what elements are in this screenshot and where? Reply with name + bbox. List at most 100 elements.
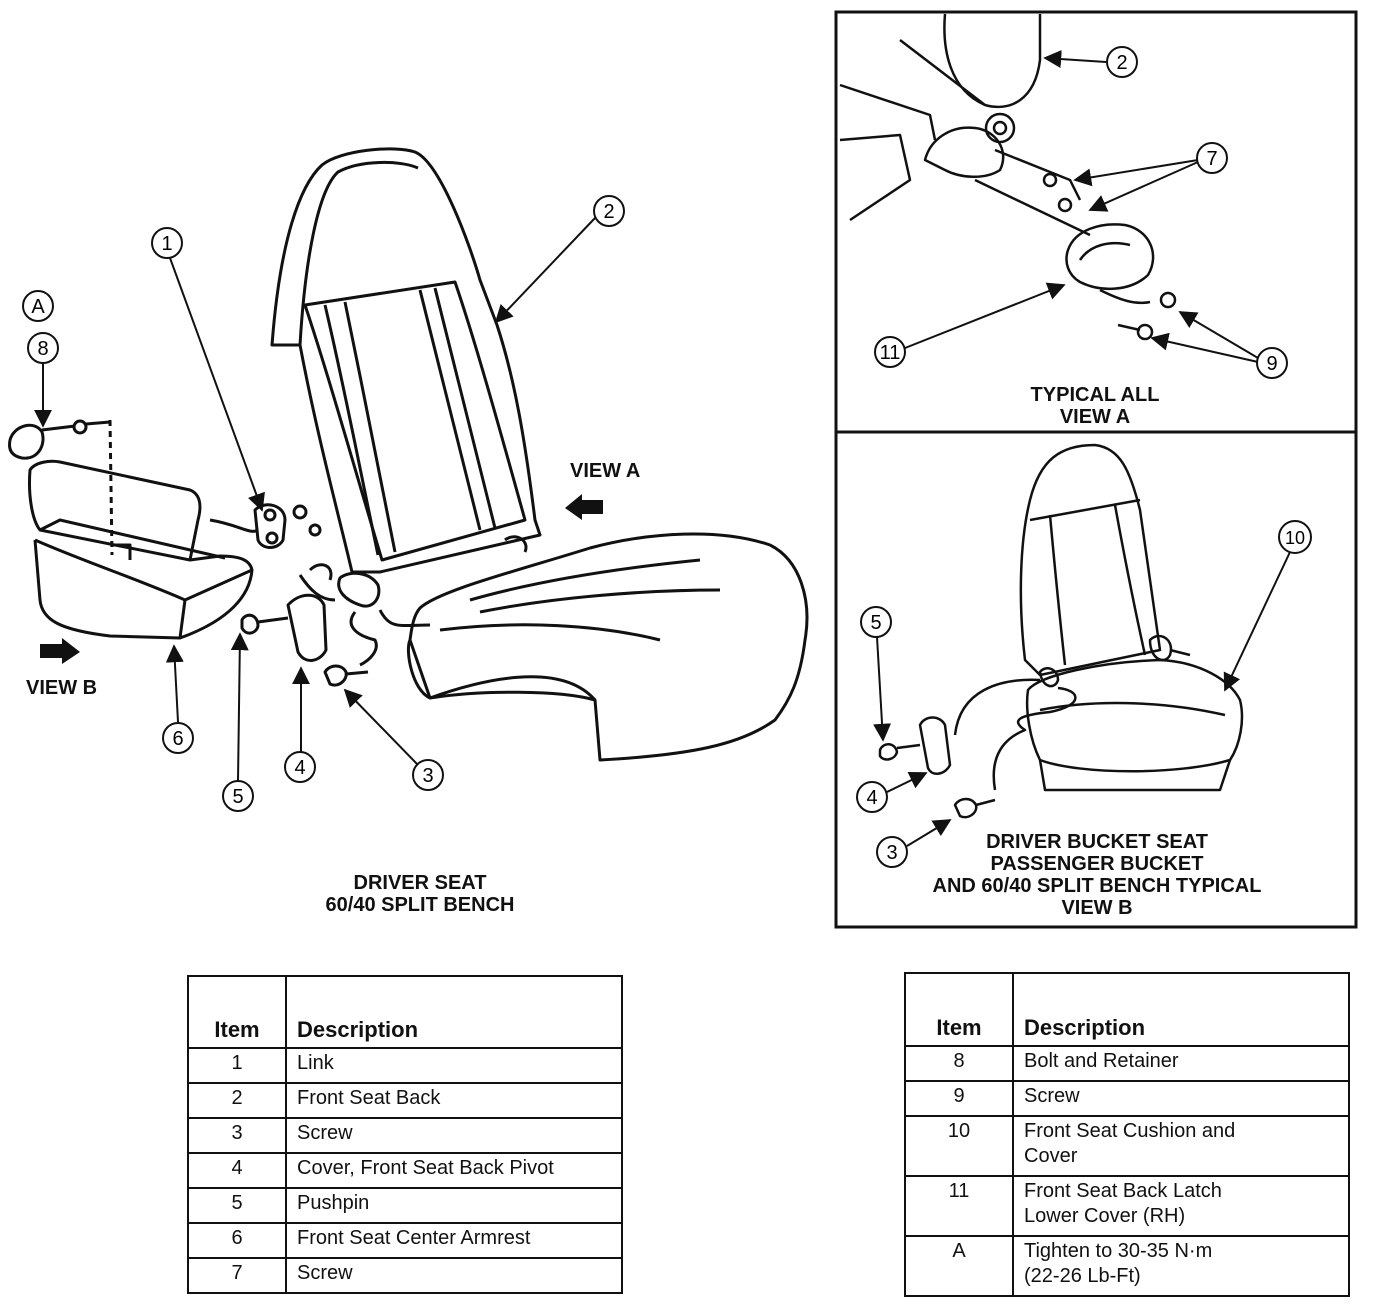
callout-a-2: 2 [1106, 46, 1138, 78]
callout-b-4: 4 [856, 781, 888, 813]
view-b-caption-line4: VIEW B [1061, 897, 1132, 919]
table-row: 9 Screw [904, 1080, 1350, 1117]
header-description: Description [285, 975, 623, 1049]
svg-text:1: 1 [161, 233, 172, 255]
seat-back [270, 147, 542, 574]
leader-b-3 [906, 819, 952, 847]
latch-lower-cover [1065, 223, 1155, 291]
view-b-label: VIEW B [26, 677, 97, 699]
main-seat-drawing [8, 147, 809, 762]
seat-back-panel [303, 280, 527, 562]
view-a-arrow [565, 494, 603, 520]
view-b-drawing [878, 443, 1244, 819]
view-b-panel [834, 430, 1358, 929]
leader-1 [169, 257, 265, 512]
svg-text:6: 6 [172, 728, 183, 750]
item-description: Screw [1012, 1080, 1350, 1117]
bolt-retainer [8, 423, 45, 460]
view-a-caption-line1: TYPICAL ALL [1031, 384, 1160, 406]
leader-a-2 [1043, 50, 1107, 69]
view-a-drawing [839, 13, 1177, 341]
callout-b-3: 3 [876, 836, 908, 868]
seat-cushion [406, 532, 809, 762]
svg-text:5: 5 [232, 786, 243, 808]
callout-5: 5 [222, 780, 254, 812]
svg-text:8: 8 [37, 338, 48, 360]
table-row: 7 Screw [187, 1257, 623, 1294]
link [253, 503, 287, 549]
parts-table-right: Item Description 8 Bolt and Retainer 9 S… [904, 972, 1350, 1297]
item-number: 2 [187, 1082, 287, 1119]
table-row: A Tighten to 30-35 N·m (22-26 Lb-Ft) [904, 1235, 1350, 1297]
table-row: 2 Front Seat Back [187, 1082, 623, 1119]
item-number: 1 [187, 1047, 287, 1084]
view-b-caption-line3: AND 60/40 SPLIT BENCH TYPICAL [933, 875, 1262, 897]
svg-text:2: 2 [1116, 52, 1127, 74]
table-row: 1 Link [187, 1047, 623, 1084]
leader-5 [230, 632, 249, 782]
header-item: Item [187, 975, 287, 1049]
leader-a-7b [1088, 161, 1199, 212]
callout-b-5: 5 [860, 606, 892, 638]
item-description: Cover, Front Seat Back Pivot [285, 1152, 623, 1189]
leader-b-10 [1223, 551, 1291, 692]
leader-a-11 [904, 282, 1066, 349]
item-number: 8 [904, 1045, 1014, 1082]
item-number: 9 [904, 1080, 1014, 1117]
main-caption-line2: 60/40 SPLIT BENCH [326, 894, 515, 916]
callout-a: A [22, 290, 54, 322]
item-number: 11 [904, 1175, 1014, 1237]
callout-b-10: 10 [1278, 520, 1312, 554]
view-b-caption-line1: DRIVER BUCKET SEAT [986, 831, 1208, 853]
item-description: Front Seat Back [285, 1082, 623, 1119]
leader-a-9a [1178, 311, 1259, 359]
table-row: 4 Cover, Front Seat Back Pivot [187, 1152, 623, 1189]
view-b-caption-line2: PASSENGER BUCKET [991, 853, 1204, 875]
armrest-base [33, 539, 254, 640]
pivot-bracket [337, 571, 381, 608]
table-row: 8 Bolt and Retainer [904, 1045, 1350, 1082]
svg-text:5: 5 [870, 612, 881, 634]
svg-text:2: 2 [603, 201, 614, 223]
callout-a-9: 9 [1256, 347, 1288, 379]
item-number: 6 [187, 1222, 287, 1259]
table-header-row: Item Description [187, 975, 623, 1049]
armrest-lid [28, 459, 202, 562]
main-caption-line1: DRIVER SEAT [354, 872, 487, 894]
view-b-arrow [40, 638, 80, 664]
item-description: Screw [285, 1257, 623, 1294]
item-number: 10 [904, 1115, 1014, 1177]
svg-text:11: 11 [880, 342, 901, 364]
item-number: A [904, 1235, 1014, 1297]
table-row: 11 Front Seat Back Latch Lower Cover (RH… [904, 1175, 1350, 1237]
callout-a-11: 11 [874, 336, 906, 368]
item-description: Tighten to 30-35 N·m (22-26 Lb-Ft) [1012, 1235, 1350, 1297]
table-row: 5 Pushpin [187, 1187, 623, 1224]
svg-text:4: 4 [294, 757, 305, 779]
view-a-caption-line2: VIEW A [1060, 406, 1130, 428]
callout-6: 6 [162, 722, 194, 754]
leader-6 [165, 644, 184, 723]
item-number: 7 [187, 1257, 287, 1294]
screw-3 [323, 664, 369, 687]
callout-2: 2 [593, 195, 625, 227]
leader-b-5 [873, 636, 892, 742]
leader-3 [343, 688, 419, 766]
svg-text:A: A [31, 296, 45, 318]
item-number: 3 [187, 1117, 287, 1154]
leader-b-4 [886, 772, 928, 793]
callout-8: 8 [27, 332, 59, 364]
svg-text:4: 4 [866, 787, 877, 809]
item-number: 4 [187, 1152, 287, 1189]
screw-b-3 [953, 797, 996, 819]
svg-text:3: 3 [886, 842, 897, 864]
svg-text:7: 7 [1206, 148, 1217, 170]
item-number: 5 [187, 1187, 287, 1224]
pushpin-5 [240, 613, 289, 635]
view-b-callouts: 10 5 4 3 [856, 520, 1312, 868]
callout-1: 1 [151, 227, 183, 259]
table-row: 10 Front Seat Cushion and Cover [904, 1115, 1350, 1177]
header-description: Description [1012, 972, 1350, 1047]
callout-4: 4 [284, 751, 316, 783]
svg-text:10: 10 [1285, 528, 1305, 548]
